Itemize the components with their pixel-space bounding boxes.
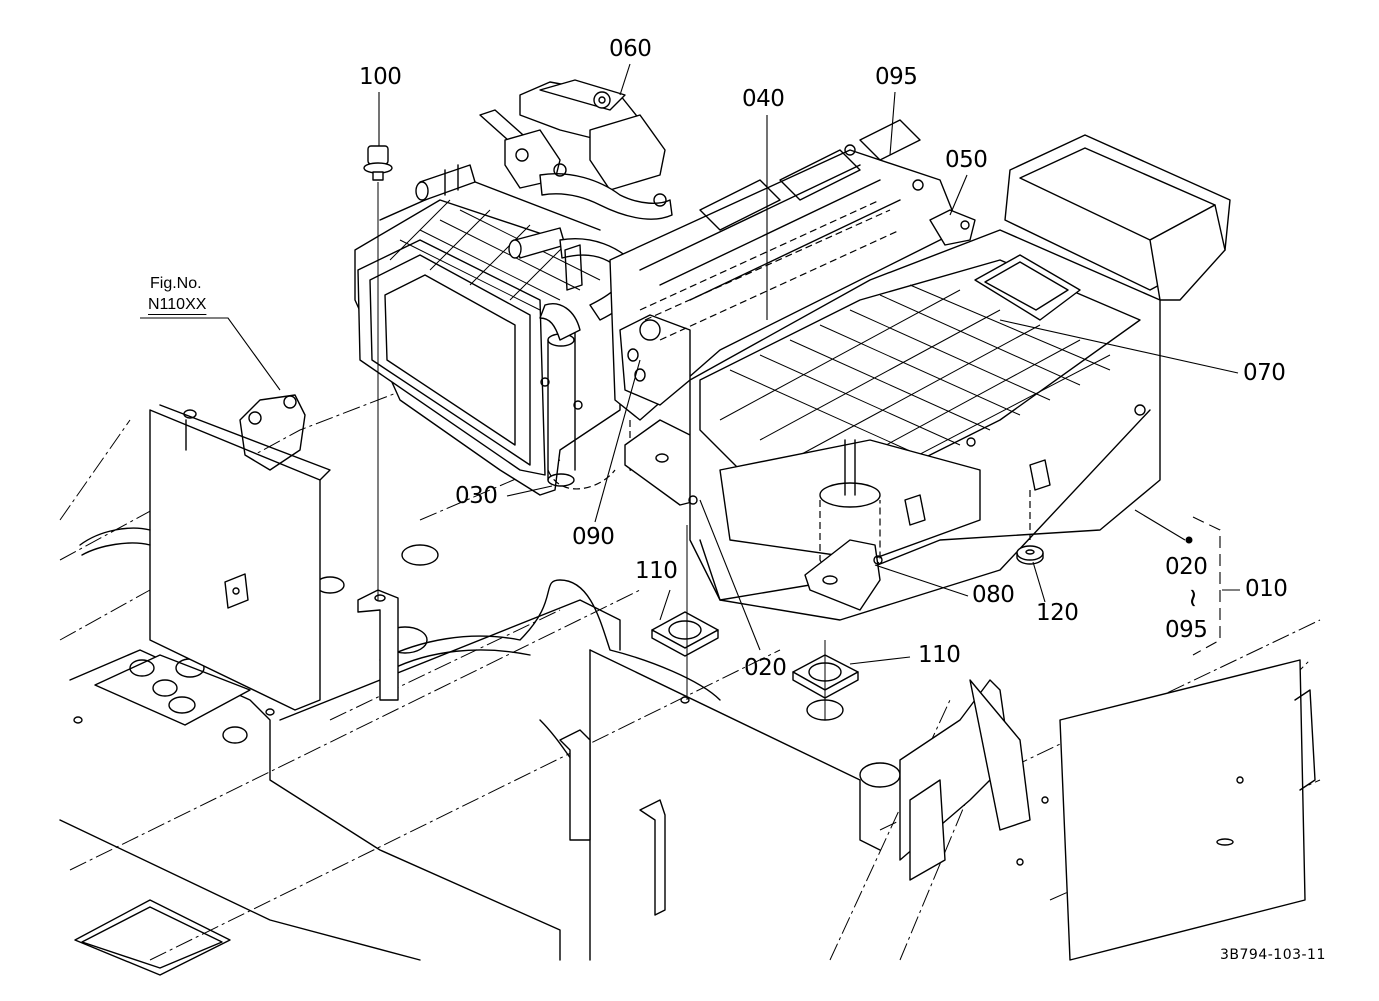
callout-110-right: 110: [918, 642, 961, 668]
blower-case: [688, 134, 1231, 621]
callout-120: 120: [1036, 600, 1079, 626]
rubber-mount-right: [792, 640, 859, 721]
callout-050: 050: [945, 147, 988, 173]
callout-070: 070: [1243, 360, 1286, 386]
bolt-100: [363, 145, 393, 600]
callout-095: 095: [875, 64, 918, 90]
callout-110-left: 110: [635, 558, 678, 584]
rubber-mount-left: [651, 525, 719, 704]
heater-core-housing: [354, 179, 621, 496]
figure-reference-id: N110XX: [148, 296, 207, 313]
leader-lines: [140, 63, 1240, 665]
callout-020: 020: [744, 655, 787, 681]
callout-060: 060: [609, 36, 652, 62]
callout-010: 010: [1245, 576, 1288, 602]
mounting-bracket: [357, 589, 666, 916]
callout-030: 030: [455, 483, 498, 509]
document-id: 3B794-103-11: [1220, 947, 1326, 963]
assembly-range-end: 095: [1165, 617, 1208, 643]
right-frame: [899, 659, 1316, 961]
callout-090: 090: [572, 524, 615, 550]
callout-080: 080: [972, 582, 1015, 608]
assembly-range-start: 020: [1165, 554, 1208, 580]
side-bracket: [929, 209, 976, 246]
washer-120: [1016, 545, 1044, 565]
callout-100: 100: [359, 64, 402, 90]
left-side-panel: [79, 394, 331, 711]
evaporator-case: [609, 119, 961, 506]
assembly-range-separator: ~: [1177, 587, 1208, 609]
callout-040: 040: [742, 86, 785, 112]
floor-plate: [59, 544, 901, 976]
figure-reference-caption: Fig.No.: [150, 275, 202, 292]
